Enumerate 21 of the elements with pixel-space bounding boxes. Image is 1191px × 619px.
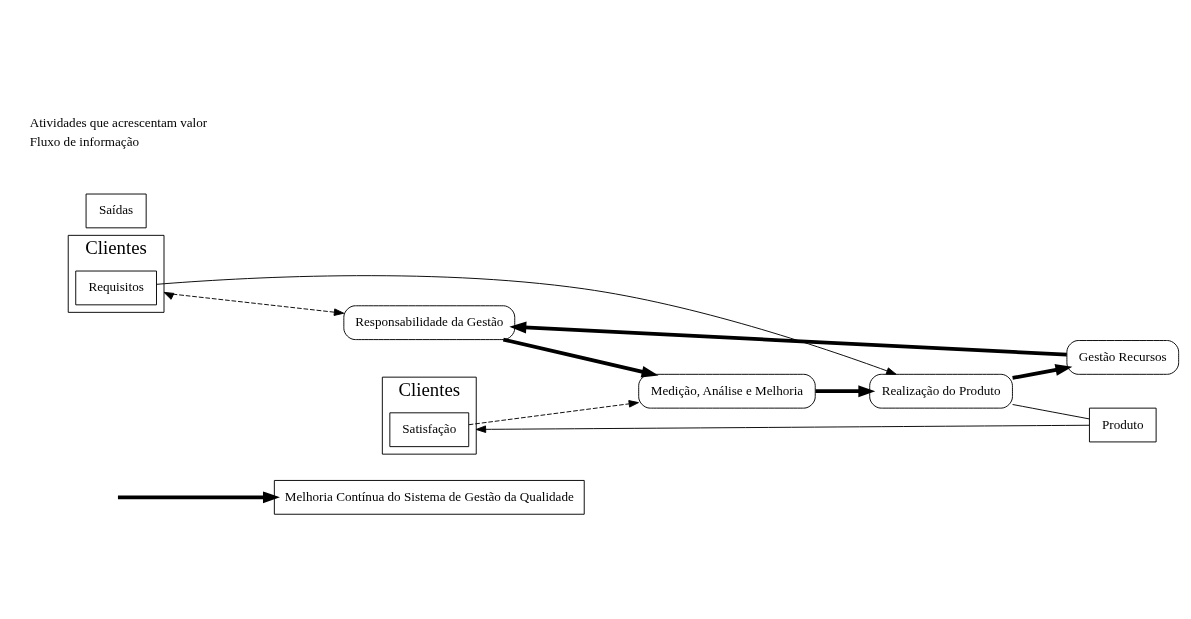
node-box: Requisitos (75, 270, 157, 305)
node-box: Saídas (85, 193, 147, 228)
node-box: Gestão Recursos (1066, 339, 1180, 375)
legend-label: Atividades que acrescentam valor (29, 114, 208, 130)
arrow (475, 424, 1090, 433)
arrow (163, 291, 345, 316)
connector (1012, 403, 1090, 419)
arrow (502, 337, 659, 378)
node-box: Realização do Produto (869, 373, 1013, 409)
arrow (156, 274, 897, 375)
node-box: Medição, Análise e Melhoria (638, 373, 816, 409)
node-box: Satisfação (389, 411, 470, 447)
arrow (468, 399, 639, 425)
node-box: Responsabilidade da Gestão (343, 304, 516, 340)
arrow (1012, 363, 1073, 380)
node-box: Melhoria Contínua do Sistema de Gestão da Qualidade (273, 479, 585, 515)
legend-label: Fluxo de informação (29, 133, 140, 149)
arrow (509, 321, 1067, 357)
arrow (815, 384, 876, 397)
arrow (117, 490, 280, 503)
node-box: Produto (1088, 407, 1157, 442)
